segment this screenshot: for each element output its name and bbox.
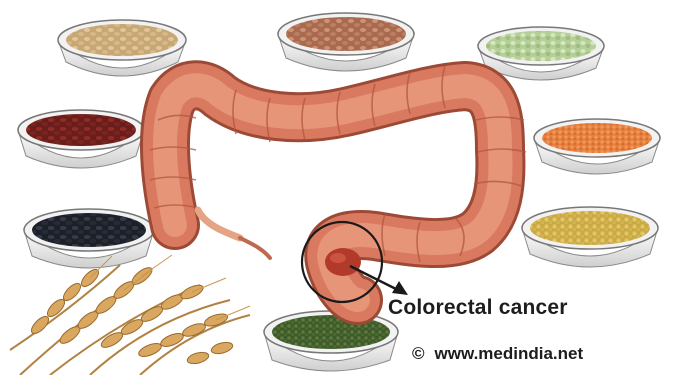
wheat-stalks — [10, 255, 250, 375]
caption-label: Colorectal cancer — [388, 296, 568, 320]
tumor — [325, 248, 361, 276]
bowl-red-kidney-beans — [18, 110, 144, 168]
bowl-black-beans — [24, 209, 154, 268]
bowl-green-mung-beans — [264, 311, 398, 371]
bowl-pinto-beans — [278, 13, 414, 71]
credit-url: www.medindia.net — [435, 344, 584, 363]
bowl-orange-lentils — [534, 119, 660, 174]
bowl-yellow-soybeans — [522, 207, 658, 267]
bowl-beige-beans — [58, 20, 186, 76]
copyright-symbol: © — [412, 344, 425, 363]
copyright-credit: © www.medindia.net — [412, 344, 583, 364]
